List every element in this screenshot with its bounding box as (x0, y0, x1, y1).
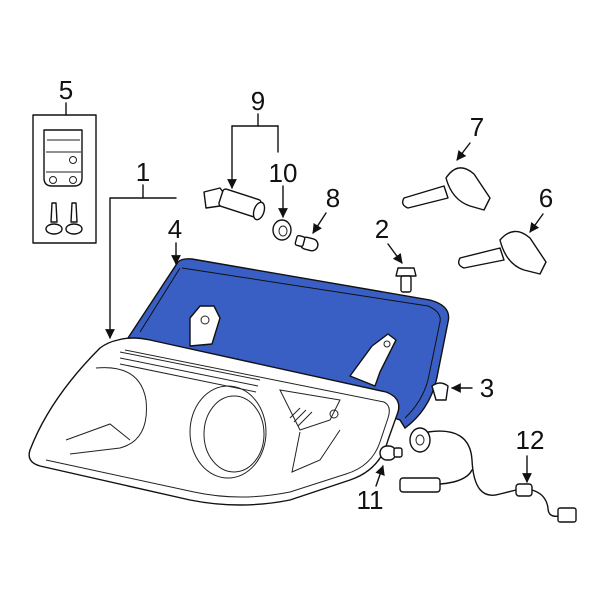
part-5-kit[interactable] (32, 102, 97, 244)
callout-5[interactable]: 5 (58, 75, 74, 105)
callout-10[interactable]: 10 (268, 158, 298, 188)
callout-2[interactable]: 2 (374, 214, 390, 244)
part-1-headlamp[interactable] (28, 305, 400, 506)
callout-9[interactable]: 9 (250, 86, 266, 116)
part-9-socket[interactable] (203, 187, 267, 221)
part-6-bulb[interactable] (457, 230, 547, 275)
callout-11[interactable]: 11 (356, 485, 384, 515)
callout-3[interactable]: 3 (479, 373, 495, 403)
part-4-gasket-highlight[interactable] (126, 258, 450, 430)
part-11-bulb[interactable] (379, 445, 403, 461)
callout-12[interactable]: 12 (515, 425, 545, 455)
callout-4[interactable]: 4 (167, 214, 183, 244)
part-7-bulb[interactable] (401, 167, 491, 211)
part-8-bulb[interactable] (294, 234, 319, 252)
part-10-seal[interactable] (272, 219, 292, 241)
callout-8[interactable]: 8 (325, 183, 341, 213)
callout-6[interactable]: 6 (538, 183, 554, 213)
part-2-screw[interactable] (395, 267, 417, 293)
callout-7[interactable]: 7 (469, 112, 485, 142)
part-3-clip[interactable] (431, 382, 449, 401)
part-12-harness[interactable] (399, 427, 577, 523)
callout-1[interactable]: 1 (135, 157, 151, 187)
